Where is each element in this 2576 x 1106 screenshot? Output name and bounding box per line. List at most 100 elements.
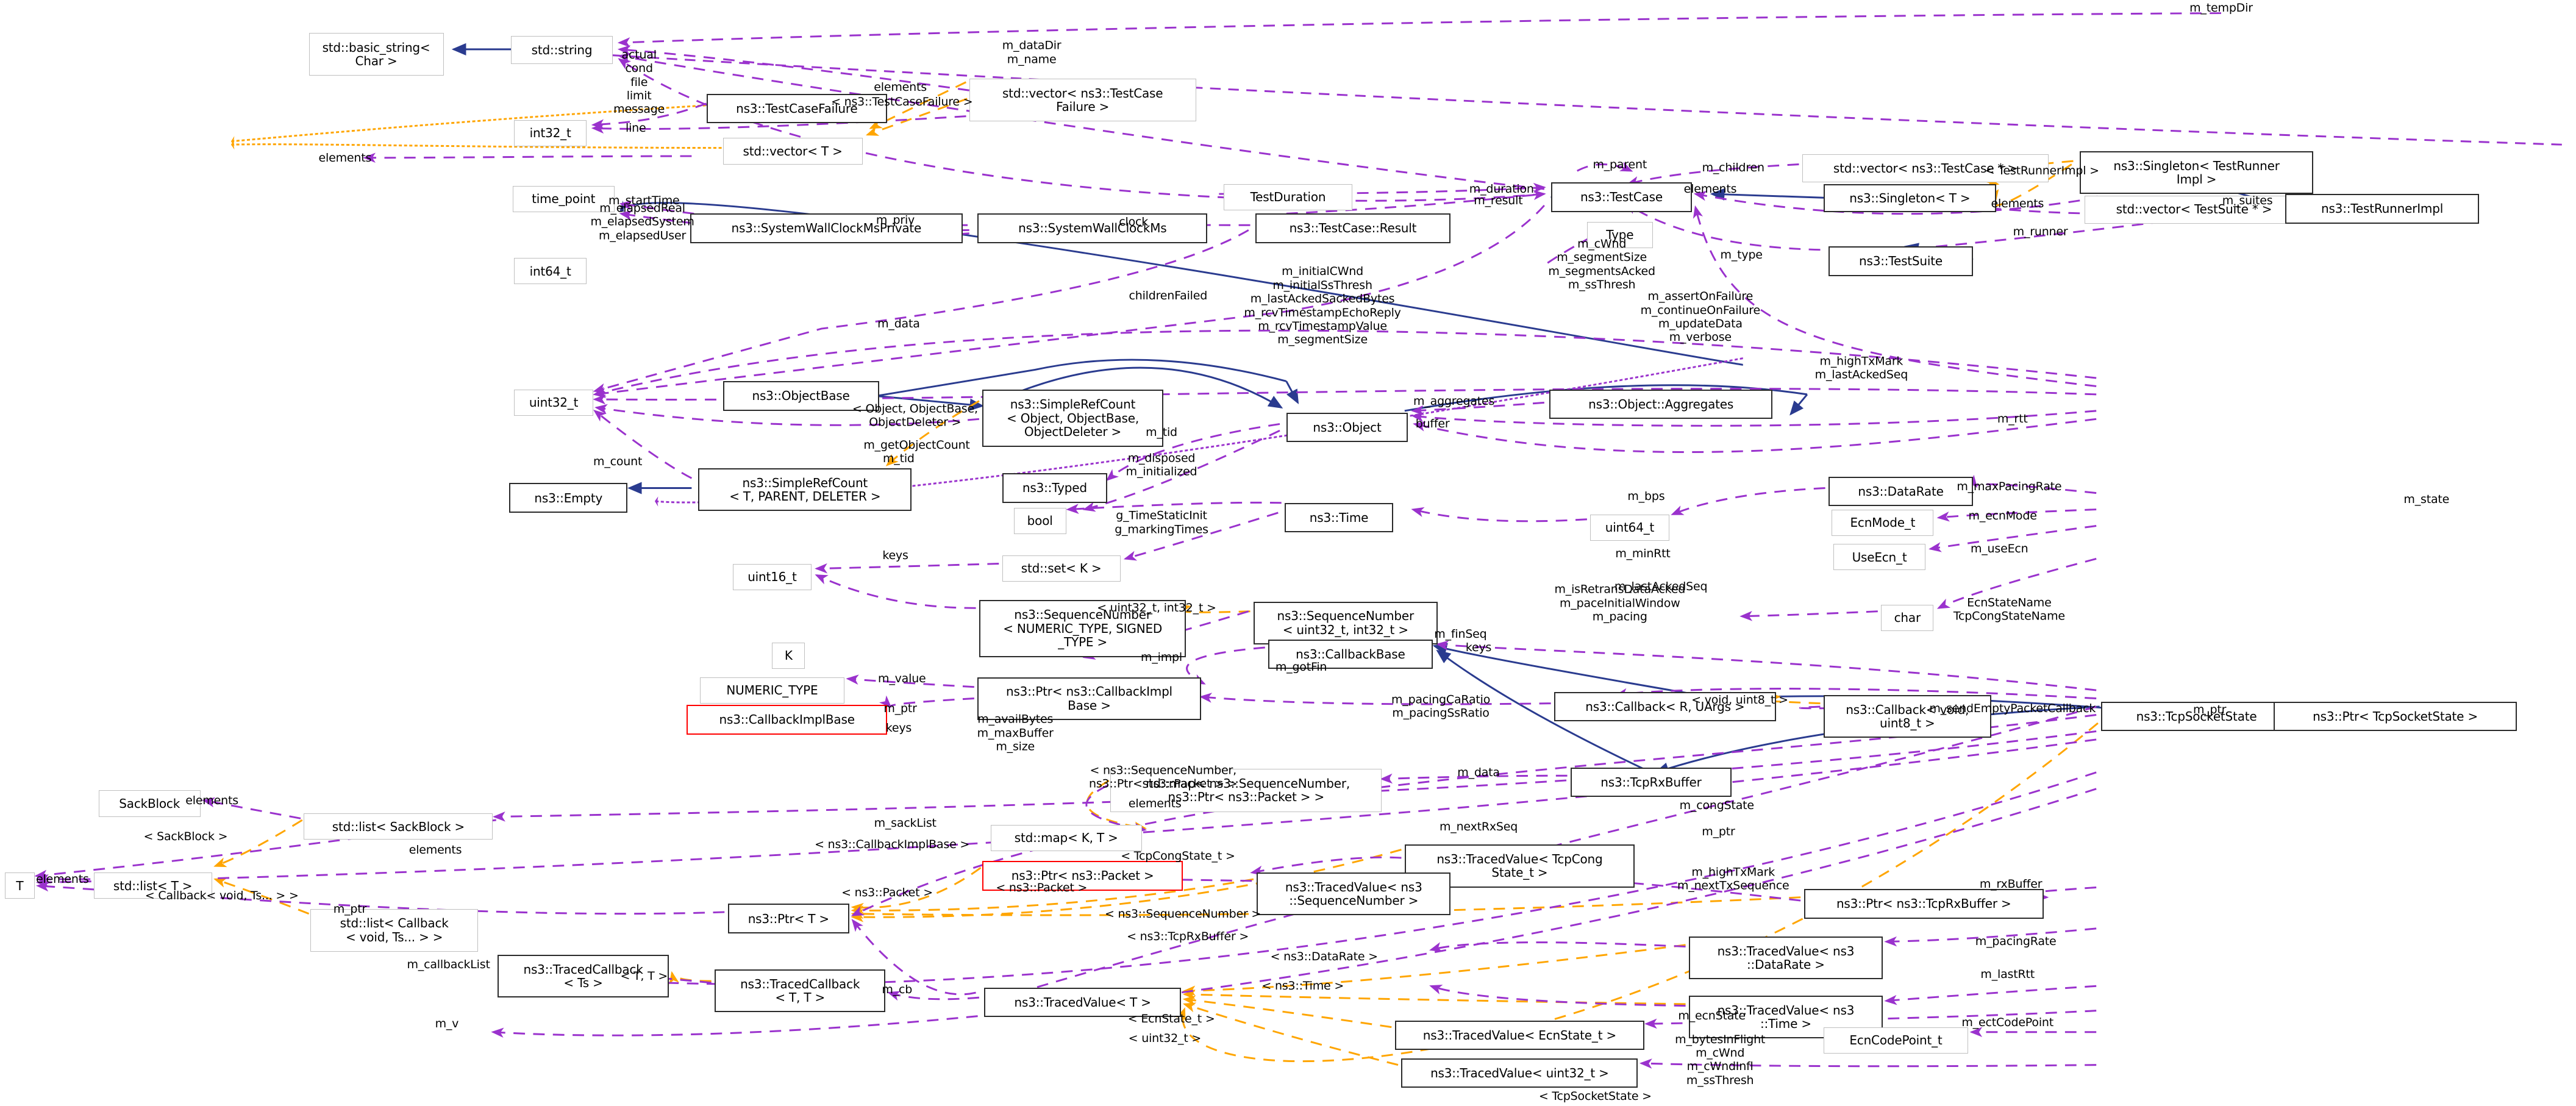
- class-node-singleton_testrunnerimpl[interactable]: ns3::Singleton< TestRunner Impl >: [2080, 151, 2313, 194]
- class-node-tracedcallback_Ts[interactable]: ns3::TracedCallback < Ts >: [498, 955, 669, 998]
- class-node-testcasefailure[interactable]: ns3::TestCaseFailure: [706, 93, 888, 124]
- class-node-ptr_packet[interactable]: ns3::Ptr< ns3::Packet >: [982, 861, 1183, 891]
- class-node-K[interactable]: K: [772, 642, 805, 669]
- class-node-int64_t[interactable]: int64_t: [514, 258, 587, 285]
- edge-label: m_result: [1474, 193, 1523, 207]
- class-node-ptr_T[interactable]: ns3::Ptr< T >: [727, 904, 850, 933]
- edge-label: m_ptr: [2192, 703, 2227, 717]
- class-node-type[interactable]: Type: [1586, 221, 1653, 248]
- edge-label: EcnStateName TcpCongStateName: [1953, 596, 2065, 623]
- class-node-tracedvalue_tcpcong[interactable]: ns3::TracedValue< TcpCong State_t >: [1404, 844, 1635, 888]
- class-node-uint64_t[interactable]: uint64_t: [1590, 514, 1669, 541]
- edge-label: m_data: [1457, 765, 1500, 779]
- class-node-tracedvalue_ecnstate[interactable]: ns3::TracedValue< EcnState_t >: [1394, 1020, 1645, 1051]
- class-node-object[interactable]: ns3::Object: [1286, 412, 1408, 443]
- class-node-ecnmode_t[interactable]: EcnMode_t: [1832, 509, 1934, 536]
- class-node-ptr_tcpsocketstate[interactable]: ns3::Ptr< TcpSocketState >: [2274, 701, 2517, 732]
- class-node-vector_testcasefailure[interactable]: std::vector< ns3::TestCase Failure >: [969, 79, 1196, 122]
- class-node-ptr_callbackimplbase[interactable]: ns3::Ptr< ns3::CallbackImpl Base >: [977, 677, 1201, 720]
- class-node-tracedvalue_time[interactable]: ns3::TracedValue< ns3 ::Time >: [1688, 996, 1883, 1039]
- class-node-time_point[interactable]: time_point: [512, 185, 615, 212]
- edge-label: m_value: [878, 671, 926, 685]
- class-node-vector_testcase_ptr[interactable]: std::vector< ns3::TestCase * >: [1802, 154, 2049, 183]
- class-node-syswallclockmsprivate[interactable]: ns3::SystemWallClockMsPrivate: [690, 213, 963, 243]
- class-node-testsuite[interactable]: ns3::TestSuite: [1828, 246, 1974, 276]
- edge-label: clock: [1119, 215, 1149, 229]
- class-node-callbackbase[interactable]: ns3::CallbackBase: [1268, 639, 1433, 669]
- class-node-time[interactable]: ns3::Time: [1285, 502, 1393, 533]
- edge-label: m_cWnd m_segmentSize m_segmentsAcked m_s…: [1548, 237, 1655, 292]
- class-node-typeid[interactable]: ns3::Typed: [1002, 473, 1108, 503]
- class-node-datarate[interactable]: ns3::DataRate: [1828, 476, 1974, 507]
- class-node-ptr_tcprxbuffer[interactable]: ns3::Ptr< ns3::TcpRxBuffer >: [1804, 889, 2044, 919]
- class-node-int32_t_a[interactable]: int32_t: [514, 120, 587, 146]
- edge-label: m_nextRxSeq: [1439, 819, 1518, 833]
- class-node-tcprxbuffer[interactable]: ns3::TcpRxBuffer: [1570, 767, 1732, 797]
- class-node-testcase_result[interactable]: ns3::TestCase::Result: [1255, 213, 1451, 243]
- edge-label: m_sendEmptyPacketCallback: [1929, 701, 2096, 715]
- edge-label: m_getObjectCount: [863, 438, 970, 452]
- class-node-char[interactable]: char: [1881, 604, 1934, 632]
- edge-label: actual cond file limit message: [613, 48, 665, 116]
- class-node-testrunnerimpl[interactable]: ns3::TestRunnerImpl: [2285, 194, 2479, 224]
- class-node-tracedvalue_T[interactable]: ns3::TracedValue< T >: [984, 987, 1182, 1018]
- class-node-map_K_T[interactable]: std::map< K, T >: [990, 825, 1142, 852]
- edge-label: < TestRunnerImpl >: [1985, 164, 2099, 178]
- class-node-vector_testsuite_ptr[interactable]: std::vector< TestSuite * >: [2085, 195, 2303, 224]
- edge-label: m_callbackList: [407, 957, 490, 971]
- edge-label: elements: [1128, 796, 1182, 810]
- class-node-testduration[interactable]: TestDuration: [1224, 184, 1352, 210]
- class-node-callback_void_uint8[interactable]: ns3::Callback< void, uint8_t >: [1823, 695, 1991, 738]
- edge-label: m_elapsedReal m_elapsedSystem m_elapsedU…: [590, 201, 694, 243]
- class-node-seqnum_numeric[interactable]: ns3::SequenceNumber < NUMERIC_TYPE, SIGN…: [979, 599, 1186, 658]
- class-node-std_string[interactable]: std::string: [510, 36, 613, 65]
- edge-label: < ns3::Time >: [1261, 979, 1344, 993]
- class-node-numeric_type[interactable]: NUMERIC_TYPE: [699, 677, 844, 704]
- class-node-list_callback_void[interactable]: std::list< Callback < void, Ts... > >: [310, 908, 479, 952]
- class-node-tcpsocketstate[interactable]: ns3::TcpSocketState: [2101, 701, 2292, 732]
- edge-label: m_count: [593, 455, 643, 469]
- class-node-map_seq_packet[interactable]: std::map< ns3::SequenceNumber, ns3::Ptr<…: [1110, 769, 1382, 812]
- class-node-tracedvalue_seq[interactable]: ns3::TracedValue< ns3 ::SequenceNumber >: [1257, 872, 1451, 916]
- class-node-sackblock[interactable]: SackBlock: [98, 790, 201, 817]
- class-node-callbackimplbase[interactable]: ns3::CallbackImplBase: [687, 705, 888, 735]
- class-node-callback_R_UArgs[interactable]: ns3::Callback< R, UArgs >: [1554, 691, 1776, 722]
- edge-label: < ns3::SequenceNumber, ns3::Ptr< ns3::Pa…: [1088, 763, 1238, 791]
- class-node-object_aggregates[interactable]: ns3::Object::Aggregates: [1549, 389, 1773, 419]
- class-node-seqnum_uint32[interactable]: ns3::SequenceNumber < uint32_t, int32_t …: [1253, 601, 1438, 644]
- edge-label: m_finSeq: [1434, 627, 1487, 641]
- edge-label: keys: [885, 721, 912, 735]
- class-node-list_sackblock[interactable]: std::list< SackBlock >: [304, 813, 493, 840]
- class-node-testcase[interactable]: ns3::TestCase: [1550, 182, 1693, 212]
- edge-label: m_bps: [1627, 489, 1665, 503]
- class-node-list_T[interactable]: std::list< T >: [93, 872, 212, 899]
- class-node-ecncodepoint_t[interactable]: EcnCodePoint_t: [1823, 1027, 1969, 1054]
- class-node-simplerefcount_t[interactable]: ns3::SimpleRefCount < T, PARENT, DELETER…: [698, 468, 912, 512]
- edge-label: m_bytesInFlight m_cWnd m_cWndInfl m_ssTh…: [1675, 1032, 1766, 1087]
- class-node-bool[interactable]: bool: [1013, 507, 1066, 534]
- edge-label: < ns3::Packet >: [996, 880, 1088, 894]
- edge-label: m_highTxMark m_lastAckedSeq: [1814, 354, 1908, 382]
- class-node-basic_string[interactable]: std::basic_string< Char >: [309, 32, 444, 76]
- class-node-empty[interactable]: ns3::Empty: [509, 483, 628, 513]
- class-node-tracedvalue_datarate[interactable]: ns3::TracedValue< ns3 ::DataRate >: [1688, 937, 1883, 980]
- edge-label: elements: [409, 843, 462, 857]
- class-node-uint32_t[interactable]: uint32_t: [514, 389, 593, 416]
- class-node-tracedcallback_TT[interactable]: ns3::TracedCallback < T, T >: [715, 969, 886, 1013]
- edge-label: < void, uint8_t >: [1691, 693, 1788, 707]
- class-node-objectbase[interactable]: ns3::ObjectBase: [722, 381, 879, 411]
- edge-label: line: [626, 121, 646, 135]
- class-node-T[interactable]: T: [5, 872, 35, 899]
- class-node-simplerefcount_obj[interactable]: ns3::SimpleRefCount < Object, ObjectBase…: [982, 389, 1163, 448]
- edge-label: < TcpSocketState >: [1538, 1089, 1652, 1103]
- edge-label: m_lastAckedSeq: [1614, 580, 1708, 594]
- class-node-vector_T[interactable]: std::vector< T >: [722, 138, 863, 165]
- edge-label: m_parent: [1593, 157, 1647, 171]
- class-node-useecn_t[interactable]: UseEcn_t: [1833, 544, 1925, 571]
- class-node-singleton_T[interactable]: ns3::Singleton< T >: [1823, 184, 1996, 212]
- class-node-syswallclockms[interactable]: ns3::SystemWallClockMs: [977, 213, 1208, 243]
- class-node-set_K[interactable]: std::set< K >: [1002, 555, 1121, 582]
- class-node-tracedvalue_uint32[interactable]: ns3::TracedValue< uint32_t >: [1401, 1058, 1638, 1088]
- class-node-uint16_t[interactable]: uint16_t: [732, 563, 812, 590]
